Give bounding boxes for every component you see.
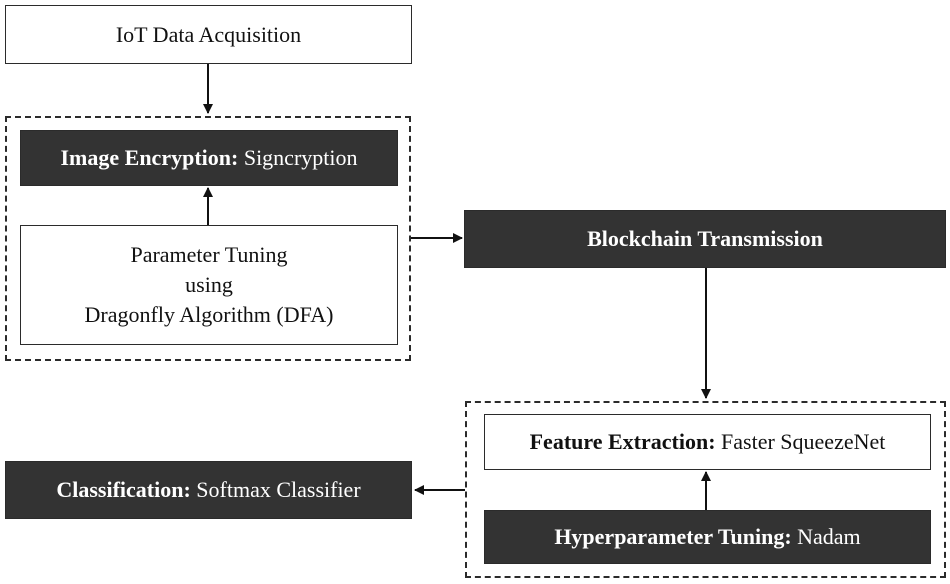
encryption-group — [5, 116, 411, 361]
feature-value: Faster SqueezeNet — [721, 429, 886, 454]
feature-group — [465, 401, 946, 578]
classification-box: Classification: Softmax Classifier — [5, 461, 412, 519]
feature-extraction-box: Feature Extraction: Faster SqueezeNet — [484, 414, 931, 470]
param-line-3: Dragonfly Algorithm (DFA) — [84, 302, 334, 327]
hyper-label: Hyperparameter Tuning: — [554, 524, 792, 549]
iot-label: IoT Data Acquisition — [115, 21, 302, 47]
classification-value: Softmax Classifier — [196, 477, 361, 502]
encryption-label: Image Encryption: — [60, 145, 239, 170]
image-encryption-box: Image Encryption: Signcryption — [20, 130, 398, 186]
feature-label: Feature Extraction: — [529, 429, 716, 454]
hyper-value: Nadam — [797, 524, 861, 549]
iot-data-acquisition-box: IoT Data Acquisition — [5, 5, 412, 64]
param-line-2: using — [185, 272, 233, 297]
param-line-1: Parameter Tuning — [130, 242, 288, 267]
blockchain-label: Blockchain Transmission — [587, 226, 823, 251]
classification-label: Classification: — [56, 477, 191, 502]
hyperparameter-tuning-box: Hyperparameter Tuning: Nadam — [484, 510, 931, 564]
parameter-tuning-box: Parameter Tuning using Dragonfly Algorit… — [20, 225, 398, 345]
blockchain-transmission-box: Blockchain Transmission — [464, 210, 946, 268]
encryption-value: Signcryption — [243, 145, 358, 170]
